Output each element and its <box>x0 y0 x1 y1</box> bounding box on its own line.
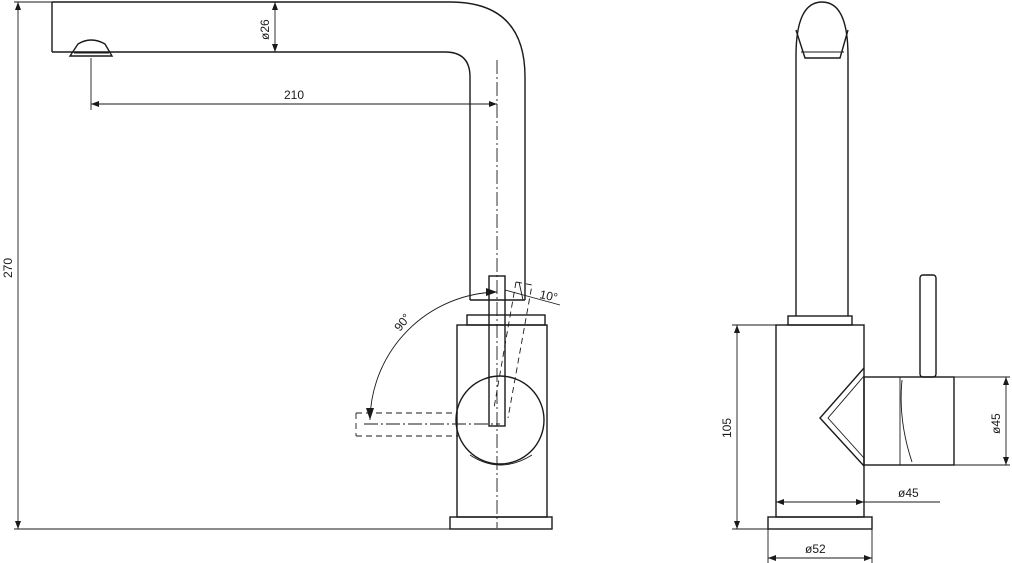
dim-body-arrow-bottom <box>734 521 740 529</box>
dim-bodydia-arrow-right <box>856 499 864 505</box>
dim-reach-arrow-left <box>91 101 99 107</box>
handle-knob-shadow <box>469 454 533 466</box>
body-top-collar <box>466 314 546 326</box>
handle-knob <box>455 375 545 465</box>
angle-10-tick <box>518 281 524 301</box>
dim-height-arrow-bottom <box>15 521 21 529</box>
dim-base-arrow-right <box>864 555 872 561</box>
side-base <box>767 516 873 530</box>
dim-base-label: ø52 <box>805 542 826 556</box>
dim-spout-diameter-arrow-bottom <box>272 44 278 52</box>
side-view: 105 ø45 ø45 ø52 <box>720 1 1010 563</box>
side-handle-curve <box>900 379 913 463</box>
dim-handle-arrow-bottom <box>1003 457 1009 465</box>
dim-handle-label: ø45 <box>989 413 1003 434</box>
lever-horizontal-position <box>355 412 458 437</box>
aerator-outlet <box>68 39 114 57</box>
side-collar <box>787 315 853 326</box>
angle-arc-90-arrow-bottom <box>366 408 374 420</box>
angle-90-label: 90° <box>391 311 413 334</box>
dim-height-arrow-top <box>15 2 21 10</box>
dim-base-arrow-left <box>768 555 776 561</box>
tap-base <box>449 516 553 530</box>
side-body <box>775 324 865 518</box>
angle-arc-90-arrow-top <box>486 288 497 296</box>
dim-spout-diameter-arrow-top <box>272 2 278 10</box>
dim-handle-arrow-top <box>1003 377 1009 385</box>
side-lever <box>919 274 937 378</box>
dim-reach-arrow-right <box>489 101 497 107</box>
angle-10-label: 10° <box>538 287 559 305</box>
dim-reach-label: 210 <box>284 88 304 102</box>
tap-body <box>456 324 548 518</box>
dim-bodydia-label: ø45 <box>898 486 919 500</box>
side-handle-cone <box>819 367 865 467</box>
lever-vertical <box>488 275 506 427</box>
side-spout <box>795 1 849 316</box>
side-handle-cone-inner <box>827 375 865 459</box>
angle-arc-90 <box>369 291 498 421</box>
lever-open-position <box>493 281 533 419</box>
angle-10-leader <box>504 289 561 306</box>
dim-body-label: 105 <box>720 418 734 438</box>
side-handle-cylinder <box>863 376 955 466</box>
dim-bodydia-arrow-left <box>776 499 784 505</box>
dim-height-label: 270 <box>1 258 15 278</box>
spout-inner-contour <box>52 51 471 280</box>
dim-body-arrow-top <box>734 325 740 333</box>
front-view: 90° 10° ø26 210 270 <box>1 1 561 530</box>
dim-spout-diameter-label: ø26 <box>258 19 272 40</box>
spout-outer-contour <box>52 1 526 280</box>
side-spout-aerator <box>795 29 849 59</box>
